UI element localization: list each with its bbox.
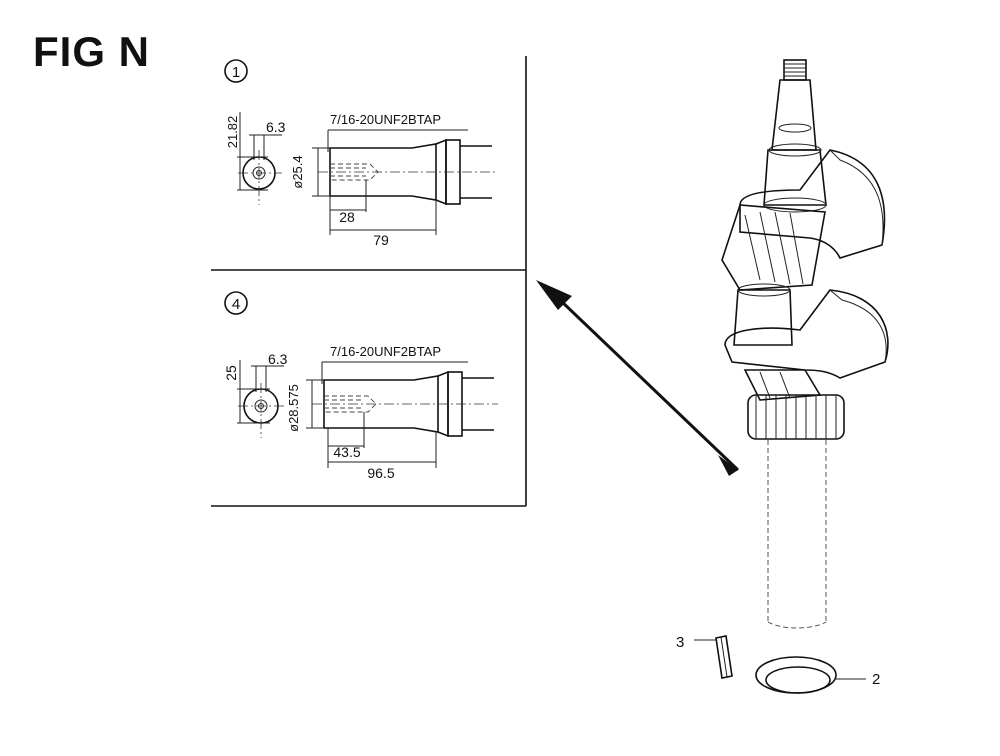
detail-4-dim-length: 96.5	[367, 465, 394, 481]
detail-1-dim-diameter: ø25.4	[290, 155, 305, 188]
detail-1-dim-length: 79	[373, 232, 389, 248]
detail-leader-arrow	[536, 280, 740, 476]
detail-4-thread-spec: 7/16-20UNF2BTAP	[330, 344, 441, 359]
figure-title: FIG N	[33, 28, 150, 75]
detail-4-side-view: 7/16-20UNF2BTAP	[306, 344, 498, 468]
detail-4-end-view	[237, 360, 285, 438]
detail-4-dim-height: 25	[223, 365, 239, 381]
callout-key: 3	[676, 634, 684, 651]
detail-1-index-circle: 1	[224, 59, 248, 83]
crankshaft	[721, 59, 889, 629]
detail-1: 1 21.82 6.3 7/16-20UNF2BTAP	[224, 59, 496, 248]
detail-panel-frame	[211, 56, 527, 507]
detail-4-index-circle: 4	[224, 291, 248, 315]
detail-1-dim-thread-depth: 28	[339, 209, 355, 225]
detail-4-dim-thread-depth: 43.5	[333, 444, 360, 460]
detail-1-side-view: 7/16-20UNF2BTAP	[312, 112, 496, 235]
detail-4-dim-key: 6.3	[268, 351, 288, 367]
detail-1-thread-spec: 7/16-20UNF2BTAP	[330, 112, 441, 127]
detail-4-index: 4	[232, 296, 240, 313]
detail-1-dim-key: 6.3	[266, 119, 286, 135]
thrust-washer	[755, 656, 866, 694]
callout-washer: 2	[872, 671, 880, 688]
detail-4: 4 25 6.3 7/16-20UNF2BTAP	[223, 291, 498, 481]
timing-gear	[747, 394, 845, 440]
detail-1-dim-height: 21.82	[225, 116, 240, 149]
detail-1-index: 1	[232, 64, 240, 81]
detail-4-dim-diameter: ø28.575	[286, 384, 301, 432]
detail-1-end-view	[237, 112, 282, 205]
woodruff-key	[694, 635, 733, 679]
